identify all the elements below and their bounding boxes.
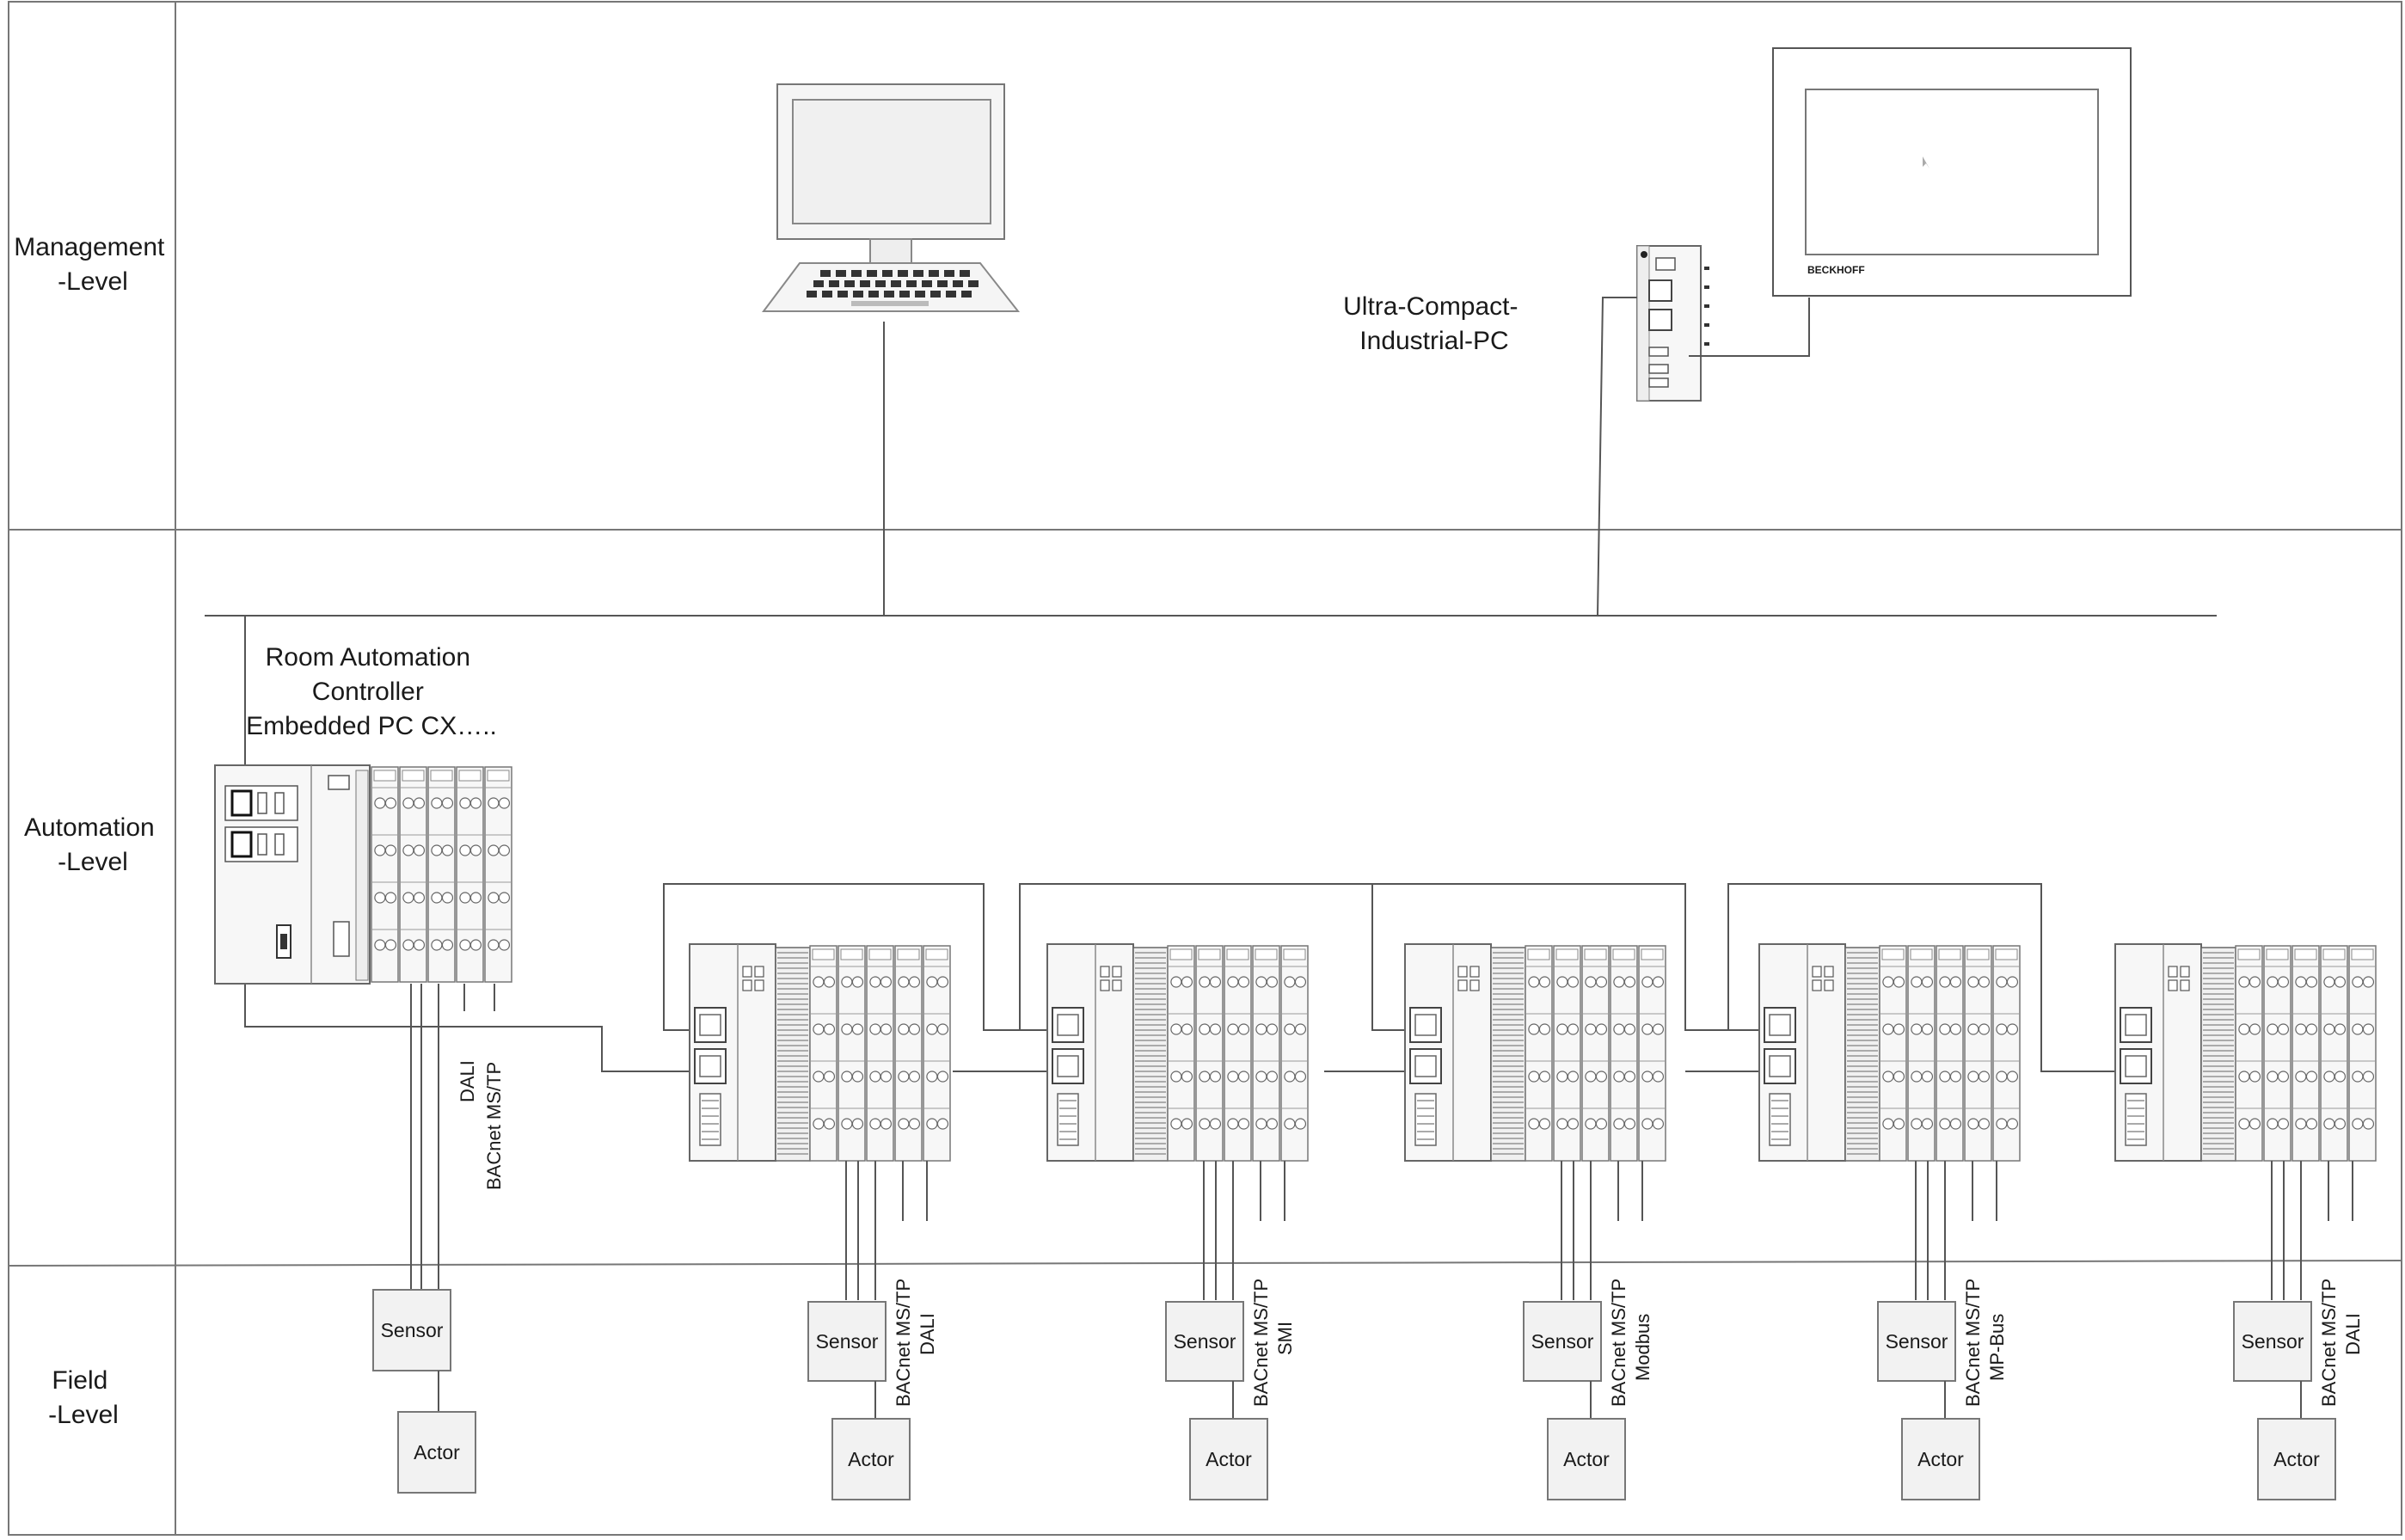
actor-label: Actor [1563,1448,1610,1470]
panel-brand-label: BECKHOFF [1807,264,1865,276]
controller-label: Room Automation Controller Embedded PC C… [246,643,497,740]
controller-sensor: Sensor [372,1289,451,1371]
sensor-label: Sensor [1886,1330,1948,1353]
station-bus-label: BACnet MS/TP [1250,1279,1272,1407]
station-bus-label: DALI [917,1313,938,1355]
management-level-label: Management -Level [14,233,171,296]
sensor-box: Sensor [1523,1301,1602,1382]
workstation-icon [762,83,1021,312]
station-bus-label: SMI [1274,1322,1296,1355]
actor-box: Actor [1547,1418,1626,1500]
sensor-label: Sensor [381,1319,444,1341]
station-bus-label: BACnet MS/TP [1962,1279,1984,1407]
controller-bus-lines [410,984,495,1290]
controller-io-terminals [371,766,512,983]
station-bus-label: DALI [2342,1313,2364,1355]
embedded-pc-controller [214,764,371,985]
sensor-box: Sensor [807,1301,887,1382]
field-level-label: Field -Level [48,1366,119,1429]
level-grid [8,1,2402,1536]
sensor-label: Sensor [2242,1330,2304,1353]
controller-actor: Actor [397,1411,476,1494]
actor-box: Actor [831,1418,911,1500]
actor-label: Actor [414,1441,460,1463]
actor-label: Actor [1206,1448,1252,1470]
controller-bus-label-dali: DALI [457,1060,478,1102]
actor-box: Actor [2257,1418,2336,1500]
actor-box: Actor [1901,1418,1980,1500]
sensor-box: Sensor [2233,1301,2312,1382]
station-bus-label: MP-Bus [1986,1314,2008,1381]
automation-level-label: Automation -Level [24,813,162,876]
station-bus-label: Modbus [1632,1314,1653,1381]
control-panel-icon: BECKHOFF [1772,47,2132,297]
actor-label: Actor [2273,1448,2320,1470]
sensor-box: Sensor [1877,1301,1956,1382]
sensor-label: Sensor [1174,1330,1236,1353]
station-bus-label: BACnet MS/TP [893,1279,914,1407]
panel-link-line [1689,298,1810,357]
station-bus-label: BACnet MS/TP [1608,1279,1629,1407]
actor-box: Actor [1189,1418,1268,1500]
station-ring-links [663,883,2119,1072]
ucpc-label: Ultra-Compact- Industrial-PC [1343,292,1525,355]
sensor-label: Sensor [1531,1330,1594,1353]
actor-label: Actor [1917,1448,1964,1470]
actor-label: Actor [848,1448,894,1470]
sensor-box: Sensor [1165,1301,1244,1382]
controller-bus-label-bacnet: BACnet MS/TP [483,1062,505,1190]
ultra-compact-pc-icon [1636,245,1709,402]
station-bus-label: BACnet MS/TP [2318,1279,2340,1407]
sensor-label: Sensor [816,1330,879,1353]
